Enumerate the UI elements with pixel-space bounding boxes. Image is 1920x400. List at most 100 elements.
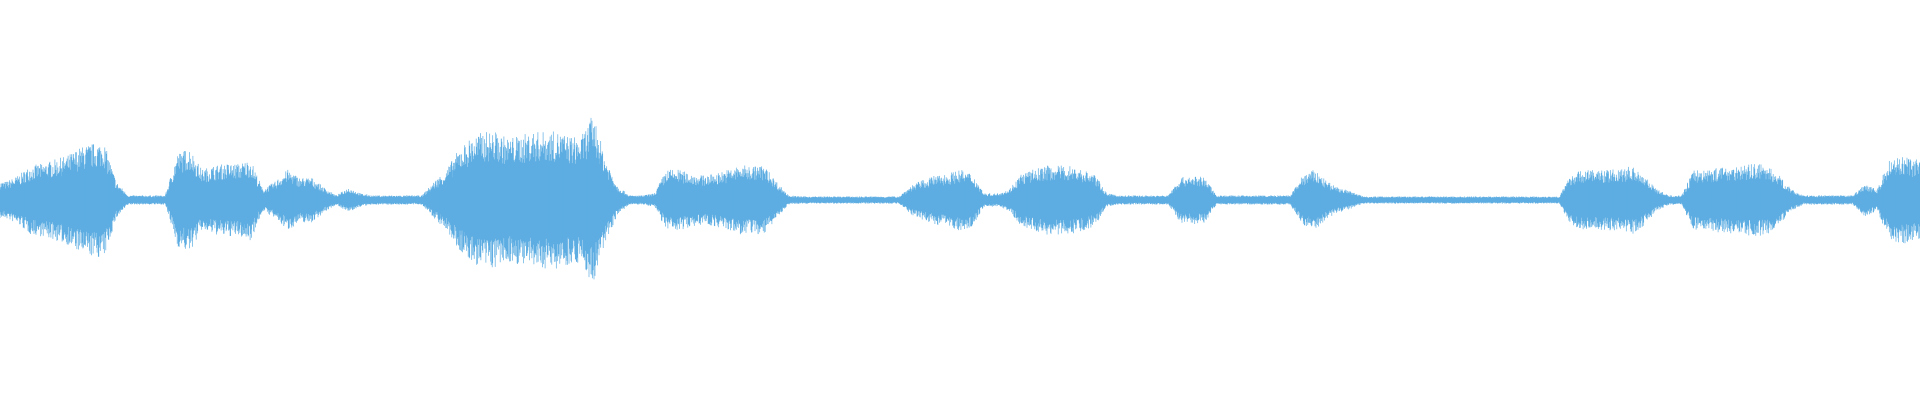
waveform-segment (183, 151, 196, 249)
waveform-segment (1406, 196, 1419, 204)
waveform-segment (647, 183, 661, 215)
waveform-segment (97, 147, 111, 257)
waveform-segment (696, 175, 710, 225)
waveform-segment (1601, 169, 1615, 231)
waveform-segment (806, 196, 820, 204)
waveform-segment (219, 164, 233, 236)
waveform-segment (1711, 167, 1725, 233)
waveform-segment (586, 117, 600, 280)
waveform-segment (660, 169, 673, 229)
waveform-segment (672, 169, 685, 230)
waveform-segment (195, 163, 209, 240)
waveform-segment (354, 192, 367, 209)
waveform-segment (1589, 170, 1603, 230)
waveform-segment (366, 194, 380, 205)
waveform-segment (574, 131, 588, 271)
waveform-segment (1075, 170, 1089, 232)
waveform-segment (1149, 195, 1162, 205)
waveform-segment (1687, 170, 1700, 230)
waveform-segment (745, 166, 759, 234)
waveform-segment (1650, 184, 1664, 217)
waveform-segment (1026, 168, 1040, 232)
waveform-segment (1821, 195, 1835, 205)
waveform-segment (953, 170, 967, 231)
waveform-segment (1259, 195, 1272, 205)
waveform-segment (1271, 195, 1285, 205)
waveform-segment (415, 190, 429, 210)
waveform-segment (48, 157, 62, 241)
waveform-segment (965, 173, 979, 229)
waveform-segment (1039, 165, 1052, 235)
waveform-segment (1051, 165, 1065, 235)
waveform-segment (611, 176, 624, 227)
waveform-segment (623, 191, 637, 209)
waveform-segment (549, 131, 563, 269)
waveform-segment (513, 134, 526, 264)
waveform-segment (1088, 175, 1101, 229)
waveform-segment (170, 153, 184, 247)
waveform-segment (121, 191, 135, 210)
waveform-segment (109, 165, 123, 237)
waveform-segment (1638, 174, 1652, 228)
waveform-segment (1161, 188, 1175, 209)
waveform-segment (1895, 157, 1908, 244)
waveform-segment (1797, 193, 1811, 207)
waveform-segment (60, 154, 74, 245)
waveform-segment (1809, 195, 1823, 205)
waveform-segment (280, 169, 294, 229)
waveform-segment (1834, 195, 1847, 205)
waveform-segment (1173, 177, 1187, 223)
waveform-segment (1332, 185, 1346, 213)
waveform-segment (1014, 173, 1028, 228)
waveform-segment (0, 179, 13, 220)
waveform-segment (880, 196, 893, 204)
waveform-segment (990, 193, 1003, 207)
waveform-segment (1565, 176, 1578, 228)
waveform-segment (232, 163, 245, 237)
waveform-segment (1100, 187, 1113, 216)
waveform-segment (158, 178, 172, 224)
waveform-segment (525, 132, 539, 265)
waveform-segment (1369, 196, 1383, 204)
waveform-segment (1357, 194, 1370, 206)
waveform-segment (1882, 160, 1896, 240)
waveform-segment (11, 172, 25, 229)
waveform-segment (941, 172, 955, 228)
waveform-segment (1503, 196, 1517, 204)
waveform-segment (1858, 185, 1872, 216)
waveform-segment (1063, 166, 1077, 234)
waveform-segment (390, 195, 404, 205)
waveform-segment (268, 179, 282, 222)
waveform-segment (1283, 187, 1297, 213)
waveform-segment (1577, 170, 1590, 230)
waveform-segment (476, 132, 490, 265)
waveform-segment (488, 132, 502, 268)
waveform-segments (0, 117, 1920, 280)
waveform-segment (1772, 174, 1786, 229)
waveform-segment (329, 191, 343, 208)
waveform-segment (1626, 166, 1639, 234)
waveform-segment (403, 195, 416, 205)
waveform-segment (1846, 191, 1859, 210)
waveform-segment (1234, 195, 1248, 205)
waveform-segment (1002, 184, 1016, 218)
waveform-segment (1662, 194, 1676, 208)
waveform-segment (684, 173, 698, 228)
waveform-segment (855, 196, 869, 204)
waveform-segment (305, 178, 319, 223)
waveform-segment (867, 196, 881, 204)
waveform-segment (721, 170, 734, 231)
waveform-segment (1723, 168, 1737, 234)
waveform-segment (904, 183, 918, 217)
waveform-segment (708, 173, 722, 228)
waveform-segment (757, 166, 771, 235)
waveform-segment (1467, 196, 1480, 204)
waveform-segment (427, 177, 441, 224)
waveform-segment (1136, 195, 1150, 205)
waveform-segment (1112, 194, 1126, 206)
waveform-segment (1210, 187, 1224, 213)
waveform-segment (770, 178, 783, 225)
waveform-segment (1295, 175, 1309, 226)
waveform-segment (977, 185, 991, 215)
